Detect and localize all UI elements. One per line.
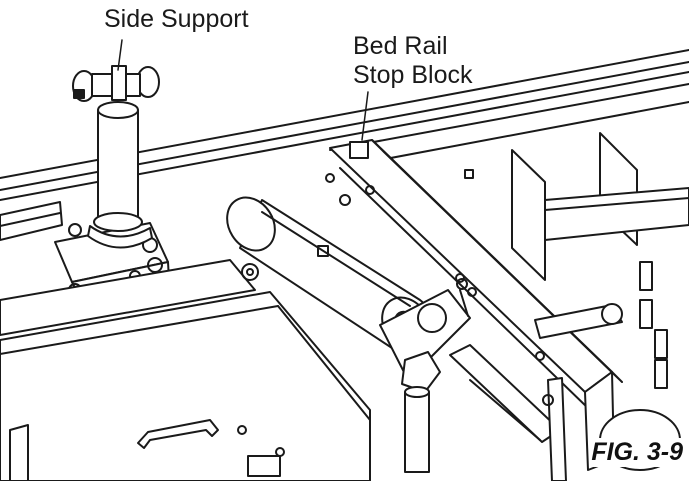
side-support-label: Side Support <box>104 5 249 33</box>
stop-block-leader <box>361 91 369 141</box>
figure-number: FIG. 3-9 <box>589 438 685 467</box>
stop-block-label: Stop Block <box>353 61 473 89</box>
lever-arm <box>534 303 623 339</box>
side-support-post <box>72 39 160 249</box>
detail-bolts <box>241 173 477 297</box>
bed-rail-label: Bed Rail <box>353 32 448 60</box>
right-plates <box>511 132 689 389</box>
clevis-bracket <box>379 278 471 393</box>
hydraulic-rod <box>404 386 430 473</box>
lower-housing <box>0 259 371 481</box>
